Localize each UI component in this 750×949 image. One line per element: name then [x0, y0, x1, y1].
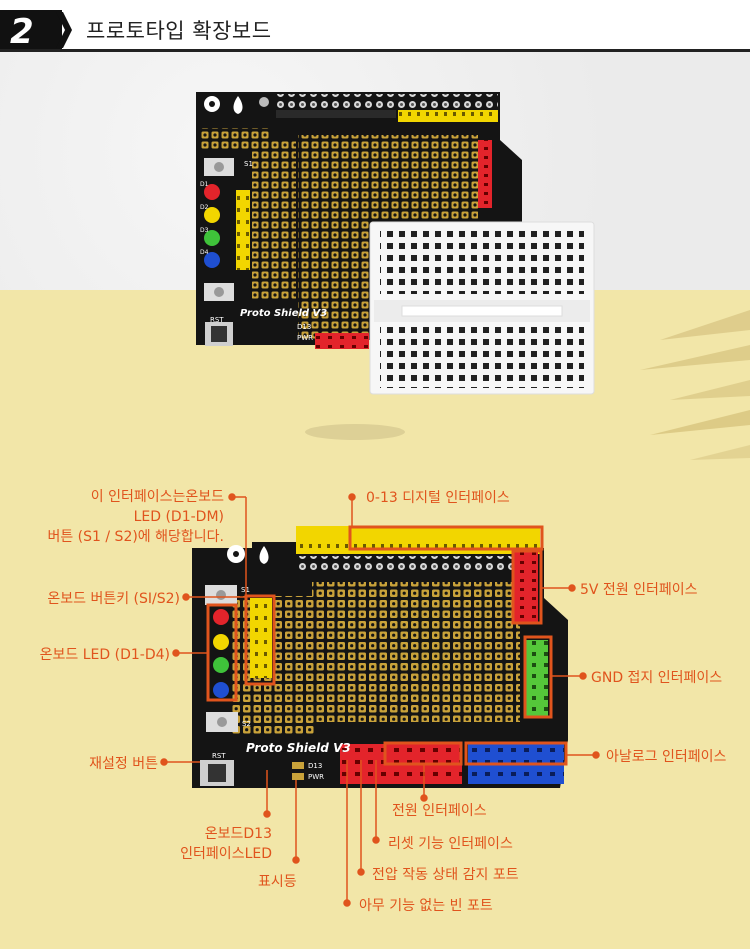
board-bottom-d13: D13 — [308, 762, 322, 770]
label-line: 버튼 (S1 / S2)에 해당합니다. — [47, 529, 224, 545]
label-power-interface: 전원 인터페이스 — [392, 803, 487, 819]
board-bottom-s1: S1 — [241, 586, 250, 594]
header: 2 프로토타입 확장보드 — [0, 0, 750, 56]
board-top-name: Proto Shield V3 — [240, 308, 327, 319]
board-top-led-d3: D3 — [200, 227, 209, 234]
label-digital-interface: 0-13 디지털 인터페이스 — [366, 490, 510, 506]
label-5v-interface: 5V 전원 인터페이스 — [580, 582, 698, 598]
highlight-boxes — [206, 525, 568, 766]
board-top-led-d1: D1 — [200, 181, 209, 188]
board-top-s1: S1 — [244, 160, 253, 168]
label-line: LED (D1-DM) — [133, 509, 224, 525]
label-onboard-button: 온보드 버튼키 (SI/S2) — [47, 591, 180, 607]
label-voltage-detect: 전압 작동 상태 감지 포트 — [372, 867, 519, 883]
label-d13-led: 온보드D13 인터페이스LED — [150, 824, 272, 864]
board-bottom-pwr: PWR — [308, 773, 324, 781]
step-badge: 2 — [0, 10, 62, 52]
board-top-d13: D13 — [297, 323, 311, 331]
label-line: 온보드D13 — [204, 826, 272, 842]
label-gnd-interface: GND 접지 인터페이스 — [591, 670, 723, 686]
label-indicator: 표시등 — [258, 874, 297, 890]
label-onboard-led: 온보드 LED (D1-D4) — [39, 647, 170, 663]
label-reset-interface: 리셋 기능 인터페이스 — [388, 836, 513, 852]
label-reset-button: 재설정 버튼 — [89, 756, 158, 772]
board-top-led-d4: D4 — [200, 249, 209, 256]
mini-breadboard — [369, 221, 595, 395]
chevron-right-icon — [56, 12, 72, 48]
label-empty-port: 아무 기능 없는 빈 포트 — [359, 898, 493, 914]
board-top-pwr: PWR — [297, 334, 313, 342]
page-title: 프로토타입 확장보드 — [86, 19, 272, 43]
brush-strokes-decoration — [640, 310, 750, 460]
label-line: 인터페이스LED — [180, 846, 272, 862]
board-top-rst: RST — [210, 316, 224, 324]
board-bottom-name: Proto Shield V3 — [246, 741, 351, 755]
label-led-button-interface: 이 인터페이스는온보드 LED (D1-DM) 버튼 (S1 / S2)에 해당… — [20, 487, 224, 547]
board-bottom-rst: RST — [212, 752, 226, 760]
step-number: 2 — [10, 12, 34, 52]
board-bottom-s2: S2 — [242, 720, 251, 728]
board-top-led-d2: D2 — [200, 204, 209, 211]
label-analog-interface: 아날로그 인터페이스 — [606, 749, 727, 765]
header-rule — [0, 49, 750, 52]
label-line: 이 인터페이스는온보드 — [90, 489, 224, 505]
